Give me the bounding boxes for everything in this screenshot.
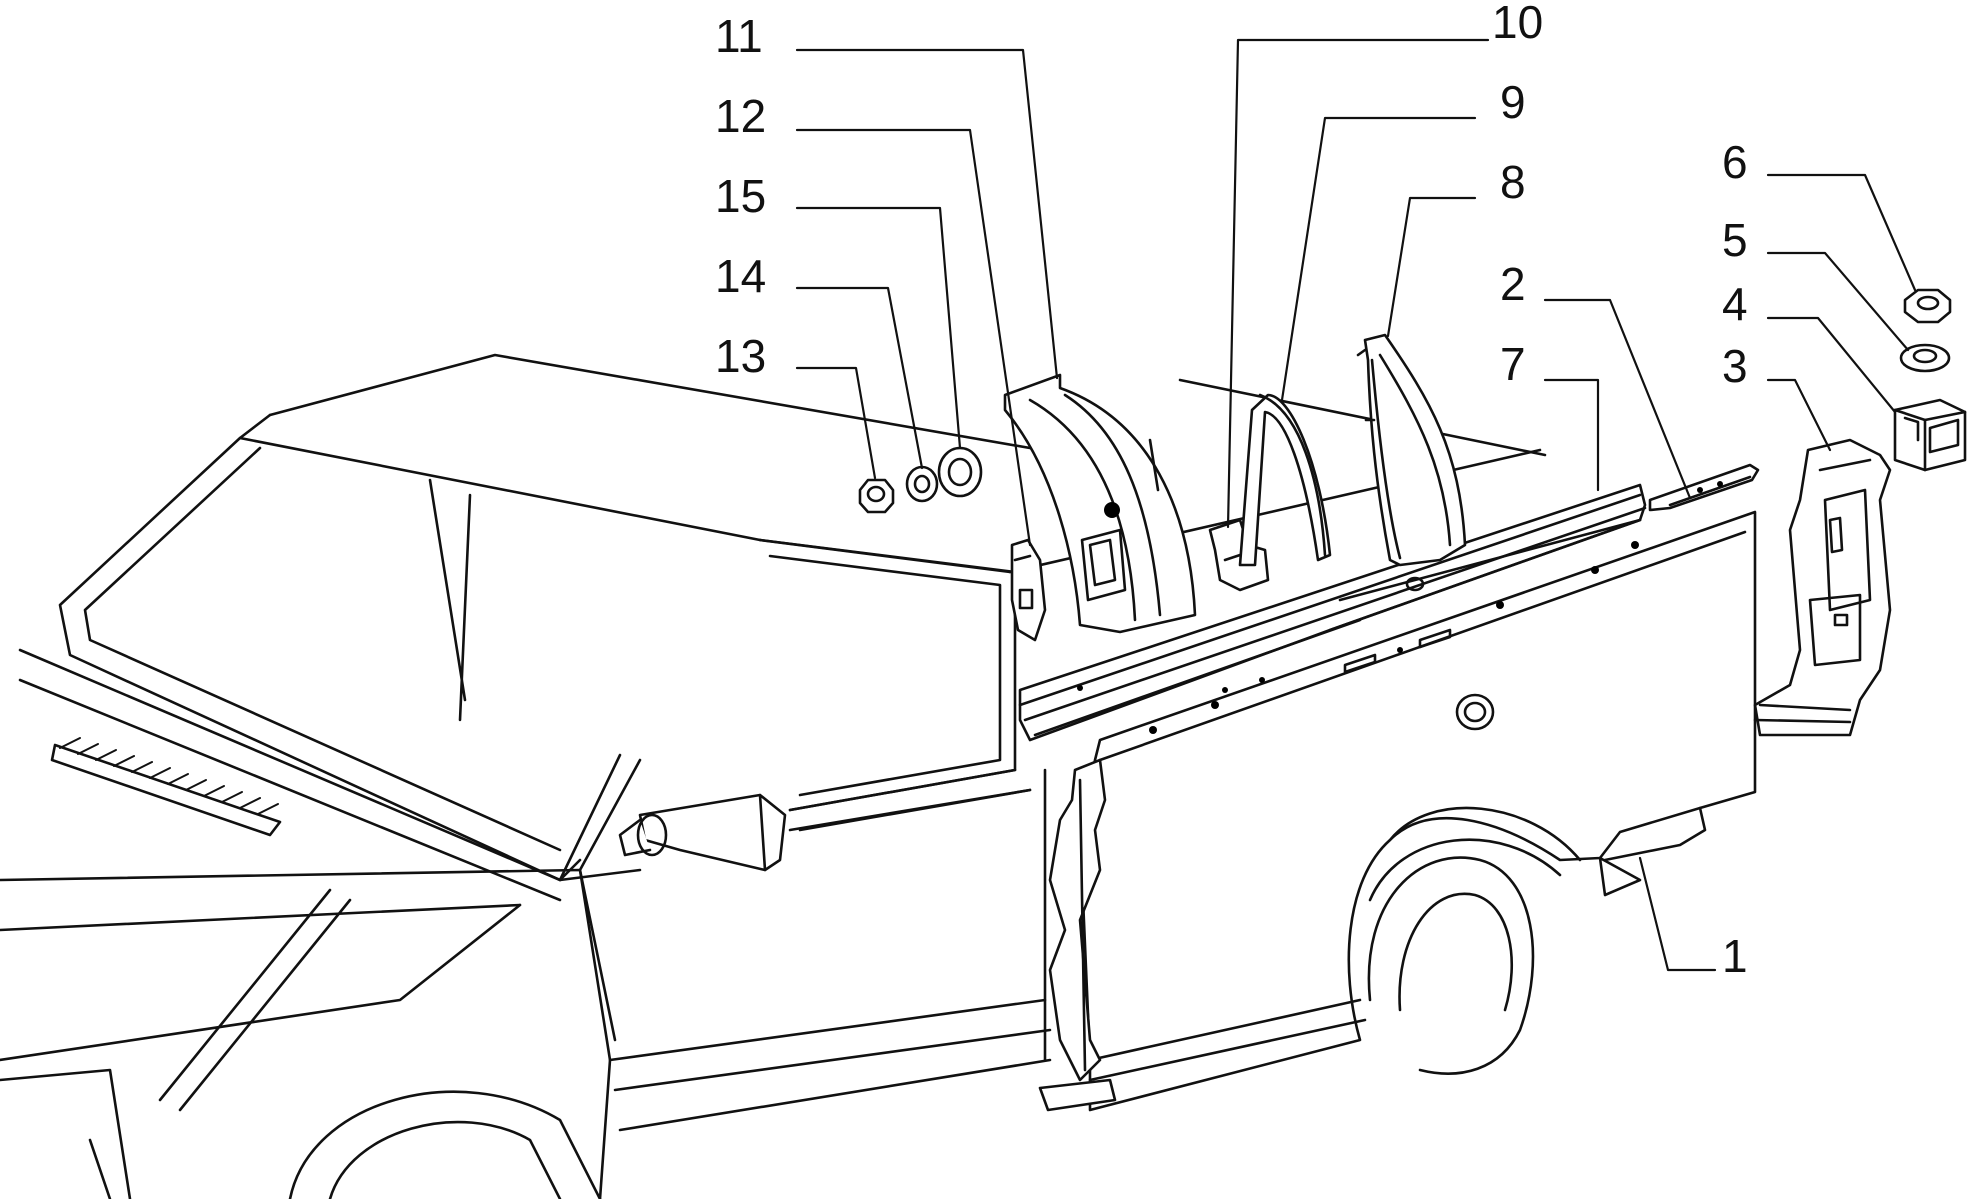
clip-block — [1893, 398, 1967, 472]
callout-8: 8 — [1500, 156, 1526, 208]
seal-strip — [1238, 393, 1332, 567]
large-grommet — [937, 446, 983, 498]
callout-5: 5 — [1722, 214, 1748, 266]
pillar-bracket — [1010, 538, 1047, 642]
b-pillar-inner — [1038, 758, 1117, 1112]
callout-2: 2 — [1500, 258, 1526, 310]
car-body-outline — [0, 353, 1547, 1199]
rear-corner-bracket — [1753, 438, 1892, 737]
pillar-panel — [1003, 373, 1197, 634]
callout-6: 6 — [1722, 136, 1748, 188]
upper-rail — [1018, 483, 1647, 742]
callout-9: 9 — [1500, 76, 1526, 128]
cowl-vent-grille — [50, 737, 282, 837]
callout-10: 10 — [1492, 0, 1543, 48]
leader-lines — [795, 38, 1917, 972]
small-bracket — [1208, 518, 1270, 592]
callout-3: 3 — [1722, 340, 1748, 392]
rear-extension-strip — [1648, 463, 1760, 512]
quarter-cover — [1356, 333, 1467, 567]
callout-7: 7 — [1500, 338, 1526, 390]
callout-1: 1 — [1722, 930, 1748, 982]
callout-11: 11 — [715, 10, 763, 62]
side-mirror — [618, 793, 787, 872]
callout-4: 4 — [1722, 278, 1748, 330]
callout-labels: 11 12 15 14 13 10 9 8 2 7 6 5 4 3 1 — [715, 0, 1748, 982]
callout-15: 15 — [715, 170, 766, 222]
callout-14: 14 — [715, 250, 766, 302]
nut — [1903, 288, 1952, 324]
nut-small — [858, 478, 895, 514]
washer — [1899, 343, 1951, 373]
callout-12: 12 — [715, 90, 766, 142]
washer-small — [905, 465, 939, 503]
side-panel — [1078, 510, 1757, 1112]
callout-13: 13 — [715, 330, 766, 382]
